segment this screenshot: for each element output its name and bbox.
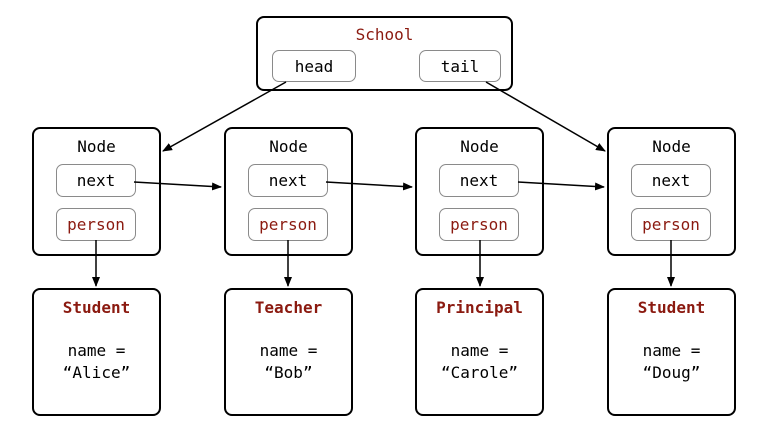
- name-label: name =: [642, 341, 701, 360]
- person-type: Student: [637, 298, 706, 317]
- node-box-3: Node next person: [415, 127, 544, 256]
- person-field: person: [439, 208, 519, 241]
- next-field: next: [439, 164, 519, 197]
- school-box: School head tail: [256, 16, 513, 91]
- person-field: person: [631, 208, 711, 241]
- tail-field: tail: [419, 50, 501, 82]
- person-type: Principal: [436, 298, 523, 317]
- name-label: name =: [67, 341, 126, 360]
- node-title: Node: [460, 137, 499, 156]
- name-label: name =: [259, 341, 318, 360]
- person-box-3: Principal name = “Carole”: [415, 288, 544, 416]
- node-title: Node: [652, 137, 691, 156]
- name-value: “Doug”: [642, 363, 701, 382]
- person-field: person: [248, 208, 328, 241]
- next-arrow-2: [325, 181, 413, 191]
- node-title: Node: [269, 137, 308, 156]
- school-title: School: [355, 25, 414, 44]
- person-box-2: Teacher name = “Bob”: [224, 288, 353, 416]
- head-arrow: [162, 81, 287, 152]
- node-box-4: Node next person: [607, 127, 736, 256]
- next-arrow-1: [133, 181, 222, 191]
- name-value: “Bob”: [264, 363, 313, 382]
- person-box-4: Student name = “Doug”: [607, 288, 736, 416]
- name-value: “Alice”: [62, 363, 131, 382]
- node-title: Node: [77, 137, 116, 156]
- name-value: “Carole”: [440, 363, 519, 382]
- next-field: next: [56, 164, 136, 197]
- next-field: next: [248, 164, 328, 197]
- person-field: person: [56, 208, 136, 241]
- name-label: name =: [450, 341, 509, 360]
- head-field: head: [272, 50, 356, 82]
- tail-arrow: [485, 81, 606, 152]
- node-box-2: Node next person: [224, 127, 353, 256]
- next-field: next: [631, 164, 711, 197]
- person-type: Teacher: [254, 298, 323, 317]
- person-type: Student: [62, 298, 131, 317]
- person-box-1: Student name = “Alice”: [32, 288, 161, 416]
- next-arrow-3: [517, 181, 605, 191]
